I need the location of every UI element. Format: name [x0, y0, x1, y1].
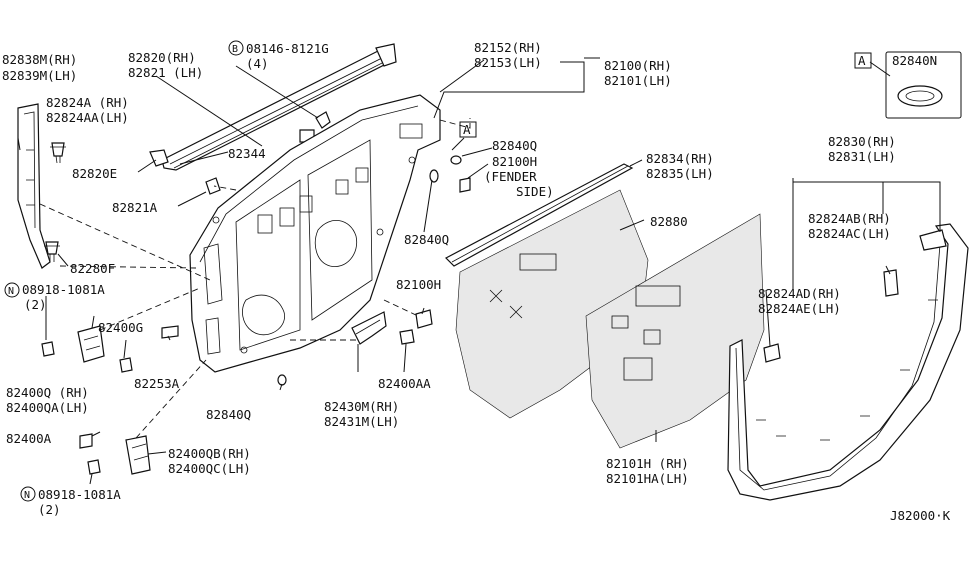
- label-82400Q: 82400Q (RH): [6, 385, 89, 400]
- label-82101HA: 82101HA(LH): [606, 471, 689, 486]
- bolt-82400G: [161, 325, 179, 339]
- nut-lower: [87, 459, 101, 475]
- label-fender-side-2: SIDE): [516, 184, 554, 199]
- label-82280F: 82280F: [70, 261, 115, 276]
- label-82830: 82830(RH): [828, 134, 896, 149]
- label-82253A: 82253A: [134, 376, 180, 391]
- label-82824A: 82824A (RH): [46, 95, 129, 110]
- label-82824AB: 82824AB(RH): [808, 211, 891, 226]
- label-82835: 82835(LH): [646, 166, 714, 181]
- label-82840N: 82840N: [892, 53, 937, 68]
- label-82400G: 82400G: [98, 320, 143, 335]
- bolt-82400AA: [399, 329, 415, 345]
- label-82834: 82834(RH): [646, 151, 714, 166]
- label-82400QB: 82400QB(RH): [168, 446, 251, 461]
- svg-text:A: A: [463, 122, 471, 137]
- inset-82840N: [885, 51, 962, 119]
- svg-text:A: A: [858, 53, 866, 68]
- label-fender-side-1: (FENDER: [484, 169, 537, 184]
- label-08146-qty: (4): [246, 56, 269, 71]
- label-82101H: 82101H (RH): [606, 456, 689, 471]
- label-82820: 82820(RH): [128, 50, 196, 65]
- dashed-guide-lines: [39, 118, 471, 439]
- nut-upper: [41, 341, 55, 357]
- grommet-82100H-b: [415, 309, 433, 329]
- label-08918-a-qty: (2): [24, 297, 47, 312]
- label-82839M: 82839M(LH): [2, 68, 77, 83]
- door-weatherstrip-82830: [727, 223, 969, 501]
- label-82100: 82100(RH): [604, 58, 672, 73]
- clip-82824AB: [883, 269, 899, 297]
- label-82430M: 82430M(RH): [324, 399, 399, 414]
- door-edge-seal-strip: [17, 103, 51, 269]
- hinge-upper-82400Q: [77, 325, 105, 363]
- label-82821: 82821 (LH): [128, 65, 203, 80]
- svg-text:B: B: [232, 44, 238, 55]
- clip-82824A: [50, 142, 66, 164]
- leader-lines: [17, 57, 941, 485]
- label-82153: 82153(LH): [474, 55, 542, 70]
- weatherstrip-82834: [445, 163, 634, 267]
- label-82100H-b: 82100H: [396, 277, 441, 292]
- bolt-82400A: [79, 433, 93, 449]
- grommet-82840Q: [277, 155, 471, 386]
- label-08146: 08146-8121G: [246, 41, 329, 56]
- label-82152: 82152(RH): [474, 40, 542, 55]
- circled-b-marker: B: [228, 40, 244, 56]
- label-08918-b: 08918-1081A: [38, 487, 121, 502]
- reference-code: J82000·K: [890, 508, 951, 523]
- label-08918-a: 08918-1081A: [22, 282, 105, 297]
- label-82824AE: 82824AE(LH): [758, 301, 841, 316]
- part-labels: 82838M(RH) 82839M(LH) 82824A (RH) 82824A…: [2, 40, 951, 523]
- label-82821A: 82821A: [112, 200, 158, 215]
- label-82820E: 82820E: [72, 166, 117, 181]
- label-82824AD: 82824AD(RH): [758, 286, 841, 301]
- label-82400A: 82400A: [6, 431, 52, 446]
- label-82838M: 82838M(RH): [2, 52, 77, 67]
- label-82431M: 82431M(LH): [324, 414, 399, 429]
- label-82824AC: 82824AC(LH): [808, 226, 891, 241]
- label-08918-b-qty: (2): [38, 502, 61, 517]
- label-82101: 82101(LH): [604, 73, 672, 88]
- belt-molding-82820: [161, 43, 397, 171]
- circled-n-marker-1: N: [4, 282, 20, 298]
- label-82400AA: 82400AA: [378, 376, 431, 391]
- label-82840Q-c: 82840Q: [206, 407, 251, 422]
- label-82100H-a: 82100H: [492, 154, 537, 169]
- label-82840Q-a: 82840Q: [492, 138, 537, 153]
- door-check-82430M: [351, 311, 387, 345]
- label-82400QA: 82400QA(LH): [6, 400, 89, 415]
- label-82824AA: 82824AA(LH): [46, 110, 129, 125]
- clip-82824AD: [763, 343, 781, 363]
- clip-82280F: [44, 241, 60, 262]
- door-panel-82100: [189, 94, 441, 373]
- boxed-ref-marker-inset: A: [854, 52, 872, 69]
- circled-n-marker-2: N: [20, 486, 36, 502]
- svg-text:N: N: [8, 286, 14, 297]
- svg-text:N: N: [24, 490, 30, 501]
- label-82344: 82344: [228, 146, 266, 161]
- bolt-82400-small: [119, 357, 133, 373]
- trim-panel-82101H: [585, 213, 765, 449]
- label-82840Q-b: 82840Q: [404, 232, 449, 247]
- label-82880: 82880: [650, 214, 688, 229]
- hinge-lower-82400QB: [125, 435, 151, 475]
- sealing-screen-82880: [455, 189, 649, 419]
- bolt-08146: [299, 111, 331, 143]
- label-82400QC: 82400QC(LH): [168, 461, 251, 476]
- label-82831: 82831(LH): [828, 149, 896, 164]
- clip-82821A: [205, 177, 221, 195]
- boxed-ref-marker-door: A: [459, 121, 477, 138]
